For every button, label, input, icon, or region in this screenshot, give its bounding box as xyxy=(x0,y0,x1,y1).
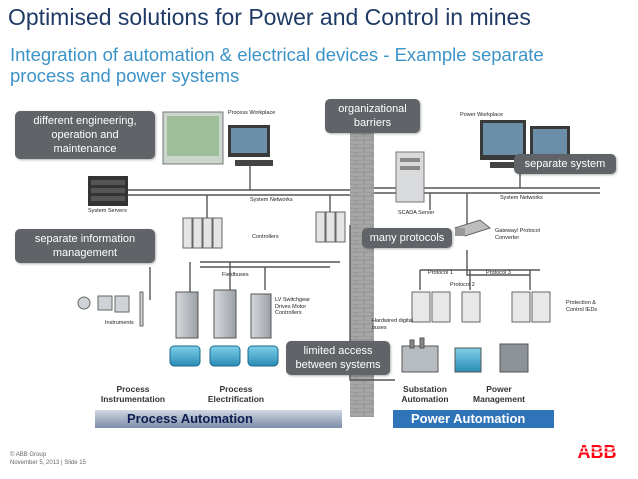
fieldbuses-label: Fieldbuses xyxy=(222,272,249,278)
scada-server-label: SCADA Server xyxy=(398,210,435,216)
callout-organizational-barriers: organizational barriers xyxy=(325,99,420,133)
power-automation-bar: Power Automation xyxy=(393,410,554,428)
controllers-label: Controllers xyxy=(252,234,279,240)
gateway-icon xyxy=(453,219,492,237)
protocol-3-label: Protocol 3 xyxy=(486,270,511,276)
drives-cabinets-icon xyxy=(175,289,272,339)
substation-equipment-icon xyxy=(401,337,439,373)
system-networks-right-label: System Networks xyxy=(500,195,543,201)
scada-server-icon xyxy=(395,151,425,203)
substation-automation-label: Substation Automation xyxy=(401,384,449,404)
process-electrification-label: Process Electrification xyxy=(207,384,265,404)
slide-subtitle: Integration of automation & electrical d… xyxy=(10,44,544,86)
protocol-2-label: Protocol 2 xyxy=(450,282,475,288)
power-management-equipment-icon xyxy=(454,343,529,373)
process-instrumentation-label: Process Instrumentation xyxy=(100,384,166,404)
instruments-icon xyxy=(77,291,144,327)
callout-separate-system: separate system xyxy=(514,154,616,174)
power-workplace-label: Power Workplace xyxy=(460,112,503,118)
lv-switchgear-label: LV Switchgear Drives Motor Controllers xyxy=(275,297,311,316)
power-management-label: Power Management xyxy=(473,384,525,404)
controllers-icon-2 xyxy=(315,211,346,243)
callout-limited-access: limited access between systems xyxy=(286,341,390,375)
footer-copyright: © ABB Group xyxy=(10,452,47,458)
process-workplace-label: Process Workplace xyxy=(228,110,276,116)
protection-ieds-label: Protection & Control IEDs xyxy=(566,300,598,313)
process-automation-bar: Process Automation xyxy=(95,410,342,428)
system-servers-icon xyxy=(88,176,128,206)
motors-icon xyxy=(169,345,279,367)
callout-many-protocols: many protocols xyxy=(362,228,452,248)
protocol-boxes xyxy=(411,291,551,323)
controllers-icon-1 xyxy=(182,217,223,249)
footer-date-slide: November 5, 2013 | Slide 15 xyxy=(10,459,86,466)
footer: © ABB Group November 5, 2013 | Slide 15 xyxy=(10,452,86,467)
callout-different-engineering: different engineering, operation and mai… xyxy=(15,111,155,159)
system-networks-left-label: System Networks xyxy=(250,197,293,203)
callout-separate-information: separate information management xyxy=(15,229,155,263)
protocol-1-label: Protocol 1 xyxy=(428,270,453,276)
slide-title: Optimised solutions for Power and Contro… xyxy=(8,4,531,30)
instruments-label: Instruments xyxy=(105,320,134,326)
system-servers-label: System Servers xyxy=(88,208,127,214)
gateway-label: Gateway/ Protocol Converter xyxy=(495,228,540,241)
abb-logo: ABB xyxy=(577,442,617,462)
left-network-lines xyxy=(110,165,395,381)
process-workplace-icon xyxy=(162,111,273,166)
hardwired-buses-label: Hardwired digital buses xyxy=(372,318,413,331)
